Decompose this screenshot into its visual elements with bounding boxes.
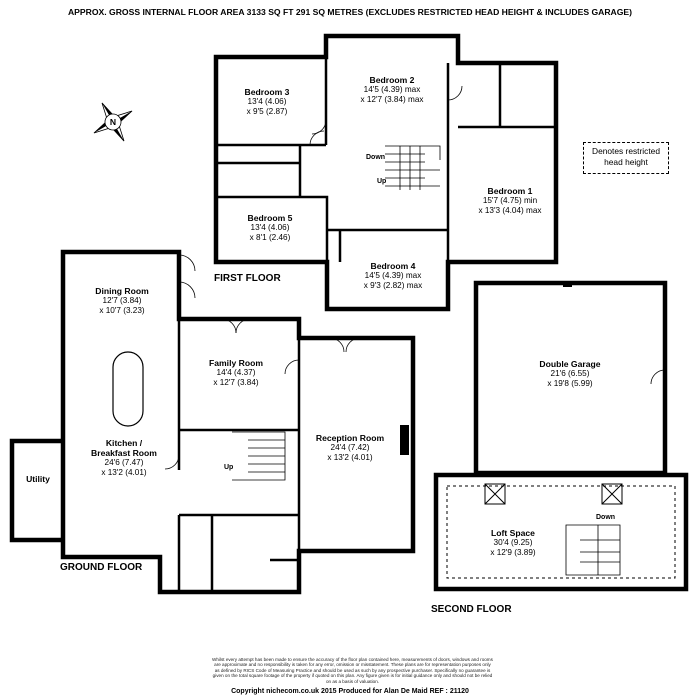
skylights	[484, 483, 623, 505]
room-dining: Dining Room 12'7 (3.84) x 10'7 (3.23)	[68, 286, 176, 316]
room-name: Double Garage	[539, 359, 601, 369]
internal-walls	[177, 57, 556, 592]
room-dim: x 12'9 (3.89)	[490, 548, 536, 557]
stairs-up-label: Up	[377, 178, 387, 185]
room-dim: 12'7 (3.84)	[102, 296, 142, 305]
area-header: APPROX. GROSS INTERNAL FLOOR AREA 3133 S…	[67, 7, 633, 17]
room-dim: x 12'7 (3.84)	[213, 378, 259, 387]
room-dim: x 12'7 (3.84) max	[360, 95, 424, 104]
room-name: Bedroom 4	[370, 261, 416, 271]
disclaimer-line: given on the total square footage of the…	[212, 673, 493, 679]
room-kitchen: Kitchen / Breakfast Room 24'6 (7.47) x 1…	[70, 438, 178, 478]
room-dim: x 13'2 (4.01)	[101, 468, 147, 477]
room-dim: x 8'1 (2.46)	[249, 233, 291, 242]
room-loft: Loft Space 30'4 (9.25) x 12'9 (3.89)	[468, 528, 558, 558]
second-floor-label: SECOND FLOOR	[431, 604, 512, 615]
door-swings	[164, 85, 666, 470]
ground-floor-label: GROUND FLOOR	[60, 562, 143, 573]
disclaimer-line: Whilst every attempt has been made to en…	[212, 657, 493, 662]
room-utility: Utility	[26, 474, 50, 484]
room-dim: 24'4 (7.42)	[330, 443, 370, 452]
disclaimer-line: are approximate and no responsibility is…	[214, 662, 491, 668]
room-name: Bedroom 1	[487, 186, 533, 196]
room-dim: x 10'7 (3.23)	[99, 306, 145, 315]
room-dim: x 13'2 (4.01)	[327, 453, 373, 462]
stairs	[232, 145, 621, 576]
room-dim: 13'4 (4.06)	[247, 97, 287, 106]
room-name: Bedroom 5	[247, 213, 293, 223]
kitchen-island	[112, 351, 144, 427]
room-dim: x 9'3 (2.82) max	[363, 281, 423, 290]
key-line: head height	[604, 157, 648, 167]
room-dim: x 9'5 (2.87)	[246, 107, 288, 116]
compass-letter: N	[109, 117, 117, 127]
fireplace	[400, 425, 409, 455]
disclaimer-line: on as a basis of valuation.	[325, 678, 380, 684]
stairs-up-label: Up	[224, 464, 234, 471]
room-family: Family Room 14'4 (4.37) x 12'7 (3.84)	[186, 358, 286, 388]
first-floor-label: FIRST FLOOR	[214, 273, 281, 284]
room-dim: 13'4 (4.06)	[250, 223, 290, 232]
room-name: Loft Space	[491, 528, 535, 538]
room-bedroom4: Bedroom 4 14'5 (4.39) max x 9'3 (2.82) m…	[338, 261, 448, 291]
room-name: Kitchen /	[105, 438, 143, 448]
room-name: Breakfast Room	[91, 448, 157, 458]
room-dim: 14'5 (4.39) max	[364, 271, 422, 280]
disclaimer-line: as defined by RICS Code of Measuring Pra…	[214, 667, 491, 673]
room-bedroom1: Bedroom 1 15'7 (4.75) min x 13'3 (4.04) …	[460, 186, 560, 216]
room-dim: x 13'3 (4.04) max	[478, 206, 542, 215]
room-dim: 24'6 (7.47)	[104, 458, 144, 467]
room-name: Bedroom 2	[369, 75, 415, 85]
key-line: Denotes restricted	[592, 146, 660, 156]
room-dim: 21'6 (6.55)	[550, 369, 590, 378]
room-garage: Double Garage 21'6 (6.55) x 19'8 (5.99)	[500, 359, 640, 389]
room-name: Family Room	[209, 358, 263, 368]
compass-icon	[93, 102, 133, 142]
disclaimer: Whilst every attempt has been made to en…	[160, 657, 545, 684]
restricted-area	[446, 485, 676, 579]
room-dim: 30'4 (9.25)	[493, 538, 533, 547]
room-bedroom5: Bedroom 5 13'4 (4.06) x 8'1 (2.46)	[222, 213, 318, 243]
room-name: Bedroom 3	[244, 87, 290, 97]
room-reception: Reception Room 24'4 (7.42) x 13'2 (4.01)	[302, 433, 398, 463]
copyright: Copyright nichecom.co.uk 2015 Produced f…	[231, 688, 469, 695]
stairs-down-label: Down	[366, 154, 386, 161]
room-name: Dining Room	[95, 286, 149, 296]
room-dim: 15'7 (4.75) min	[482, 196, 538, 205]
stairs-down-label: Down	[596, 514, 616, 521]
room-dim: 14'5 (4.39) max	[363, 85, 421, 94]
room-bedroom2: Bedroom 2 14'5 (4.39) max x 12'7 (3.84) …	[340, 75, 444, 105]
room-bedroom3: Bedroom 3 13'4 (4.06) x 9'5 (2.87)	[222, 87, 312, 117]
restricted-height-key: Denotes restricted head height	[583, 142, 669, 174]
room-dim: 14'4 (4.37)	[216, 368, 256, 377]
room-dim: x 19'8 (5.99)	[547, 379, 593, 388]
room-name: Reception Room	[315, 433, 385, 443]
